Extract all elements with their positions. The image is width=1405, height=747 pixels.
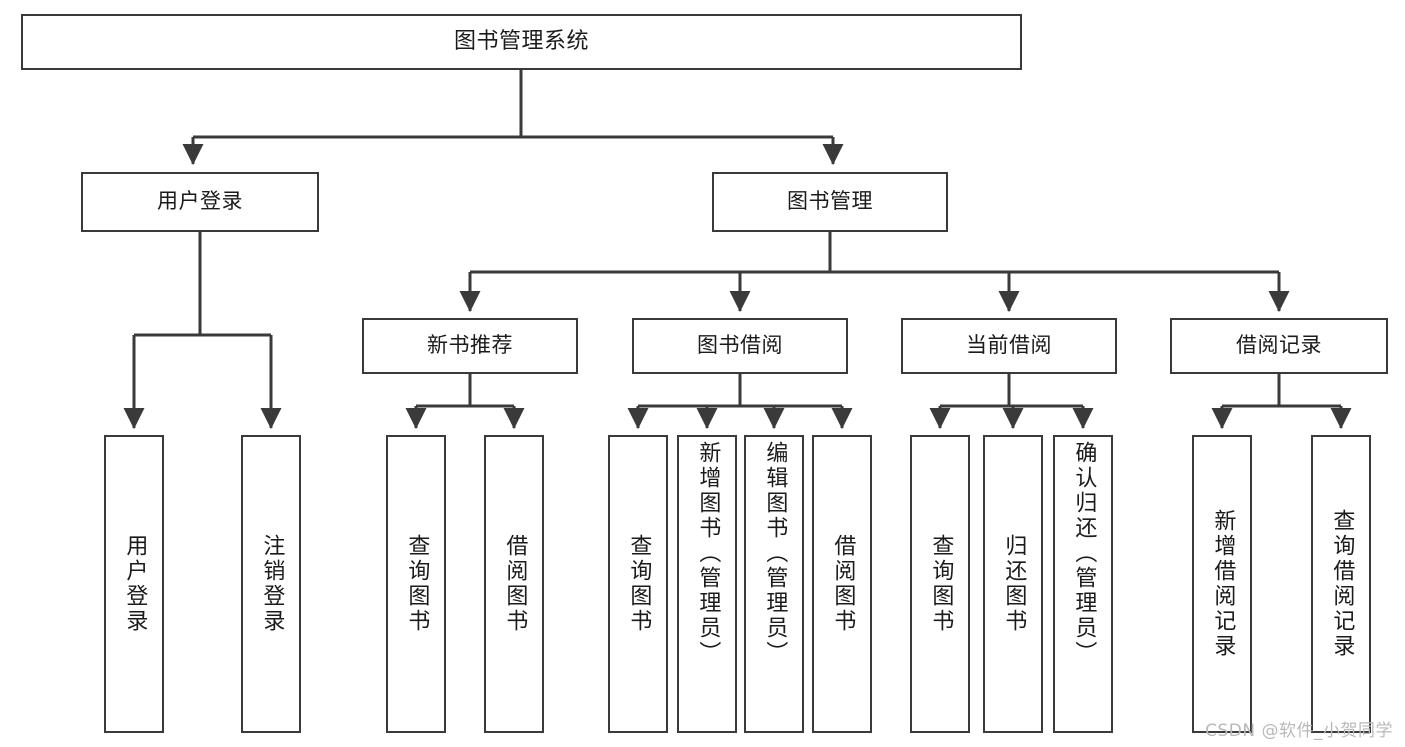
node-leaf-query-book-2-label: 查询图书 <box>626 534 652 634</box>
node-leaf-add-book-admin[interactable]: 新增图书（管理员） <box>677 435 737 733</box>
node-leaf-edit-book-admin-label: 编辑图书（管理员） <box>762 441 788 666</box>
node-current-borrow-label: 当前借阅 <box>966 333 1052 358</box>
node-leaf-return-book-label: 归还图书 <box>1001 534 1027 634</box>
node-book-manage[interactable]: 图书管理 <box>712 172 948 232</box>
node-leaf-borrow-book-1-label: 借阅图书 <box>502 534 528 634</box>
node-book-manage-label: 图书管理 <box>787 189 873 214</box>
node-leaf-query-book-1[interactable]: 查询图书 <box>386 435 446 733</box>
node-leaf-borrow-book-2-label: 借阅图书 <box>830 534 856 634</box>
edge-current-borrow-bus <box>940 374 1083 408</box>
node-borrow-record[interactable]: 借阅记录 <box>1170 318 1388 374</box>
node-leaf-return-book[interactable]: 归还图书 <box>983 435 1043 733</box>
node-book-borrow-label: 图书借阅 <box>697 333 783 358</box>
node-leaf-query-book-3-label: 查询图书 <box>928 534 954 634</box>
node-leaf-query-borrow-record[interactable]: 查询借阅记录 <box>1311 435 1371 733</box>
node-leaf-user-login-label: 用户登录 <box>122 534 148 634</box>
node-new-book-recommend[interactable]: 新书推荐 <box>362 318 578 374</box>
edge-borrow-record-bus <box>1222 374 1341 408</box>
node-leaf-add-book-admin-label: 新增图书（管理员） <box>695 441 721 666</box>
node-book-borrow[interactable]: 图书借阅 <box>632 318 848 374</box>
node-root[interactable]: 图书管理系统 <box>21 14 1022 70</box>
node-leaf-borrow-book-2[interactable]: 借阅图书 <box>812 435 872 733</box>
watermark-text: CSDN @软件_小贺同学 <box>1205 721 1393 741</box>
edge-user-login-bus <box>134 232 271 337</box>
node-leaf-user-login[interactable]: 用户登录 <box>104 435 164 733</box>
node-leaf-query-book-2[interactable]: 查询图书 <box>608 435 668 733</box>
node-new-book-recommend-label: 新书推荐 <box>427 333 513 358</box>
node-borrow-record-label: 借阅记录 <box>1236 333 1322 358</box>
node-leaf-edit-book-admin[interactable]: 编辑图书（管理员） <box>744 435 804 733</box>
node-user-login[interactable]: 用户登录 <box>81 172 319 232</box>
node-leaf-confirm-return-admin-label: 确认归还（管理员） <box>1071 441 1097 666</box>
node-leaf-query-borrow-record-label: 查询借阅记录 <box>1329 509 1355 659</box>
node-leaf-query-book-3[interactable]: 查询图书 <box>910 435 970 733</box>
node-leaf-add-borrow-record[interactable]: 新增借阅记录 <box>1192 435 1252 733</box>
node-leaf-confirm-return-admin[interactable]: 确认归还（管理员） <box>1053 435 1113 733</box>
edge-root-bus <box>193 70 833 139</box>
edge-book-manage-bus <box>470 232 1279 274</box>
node-user-login-label: 用户登录 <box>157 189 243 214</box>
edge-book-borrow-bus <box>638 374 842 408</box>
node-root-label: 图书管理系统 <box>453 28 589 54</box>
node-leaf-logout[interactable]: 注销登录 <box>241 435 301 733</box>
node-current-borrow[interactable]: 当前借阅 <box>901 318 1117 374</box>
node-leaf-query-book-1-label: 查询图书 <box>404 534 430 634</box>
node-leaf-add-borrow-record-label: 新增借阅记录 <box>1210 509 1236 659</box>
edge-new-book-recommend-bus <box>416 374 514 408</box>
node-leaf-borrow-book-1[interactable]: 借阅图书 <box>484 435 544 733</box>
node-leaf-logout-label: 注销登录 <box>259 534 285 634</box>
